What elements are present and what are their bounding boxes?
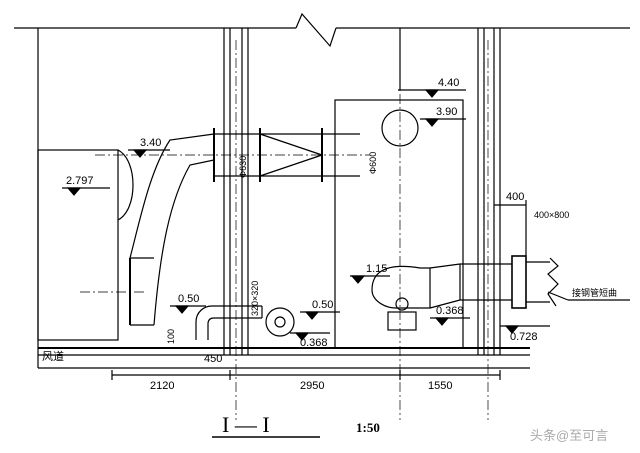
rect-320-label: 320×320: [250, 281, 260, 316]
elev-440-label: 4.40: [438, 77, 459, 89]
scale-label: 1:50: [356, 420, 380, 435]
dim-2950-label: 2950: [300, 380, 324, 392]
elev-115-label: 1.15: [366, 263, 387, 275]
dia-630-label: Φ630: [238, 156, 248, 178]
section-title: I — I: [222, 412, 270, 437]
watermark: 头条@至可言: [530, 428, 608, 443]
elev-0728-label: 0.728: [510, 331, 538, 343]
dim-1550-label: 1550: [428, 380, 452, 392]
air-duct-label: 风道: [42, 349, 64, 363]
elev-340-label: 3.40: [140, 137, 161, 149]
dim-2120-label: 2120: [150, 380, 174, 392]
rect-400x800-label: 400×800: [534, 210, 569, 220]
elev-390-label: 3.90: [436, 106, 457, 118]
elev-050-left-label: 0.50: [178, 293, 199, 305]
elev-050-right-label: 0.50: [312, 299, 333, 311]
connect-note-label: 接钢管短曲: [572, 287, 617, 298]
elev-0368-right-label: 0.368: [436, 305, 464, 317]
dim-100-label: 100: [166, 329, 176, 344]
elev-0368-left-label: 0.368: [300, 337, 328, 349]
dim-450-label: 450: [204, 353, 222, 365]
dim-400-label: 400: [506, 191, 524, 203]
dia-600-label: Φ600: [368, 152, 378, 174]
elev-2797-label: 2.797: [66, 175, 94, 187]
